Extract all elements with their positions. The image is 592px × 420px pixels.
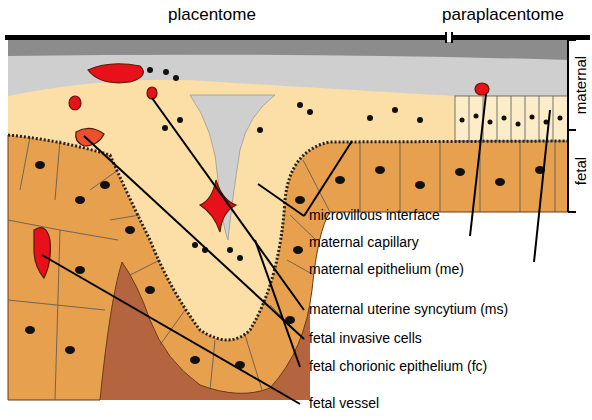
bar-tick (451, 32, 453, 43)
extent-bar (5, 35, 590, 40)
bar-gap (446, 33, 452, 42)
maternal-top (8, 40, 568, 60)
maternal-syncytium (8, 80, 455, 340)
callout-label: maternal capillary (309, 235, 419, 250)
maternal-epithelium (455, 96, 568, 141)
callout-label: maternal uterine syncytium (ms) (309, 302, 508, 317)
side-label: maternal (573, 56, 590, 114)
callout-label: microvillous interface (309, 208, 440, 223)
callout-label: fetal invasive cells (309, 331, 422, 346)
callout-label: fetal chorionic epithelium (fc) (309, 359, 487, 374)
leader-lines (42, 94, 550, 404)
callout-label: maternal epithelium (me) (309, 262, 464, 277)
cell-walls (8, 96, 555, 400)
nuclei (25, 67, 563, 369)
bar-tick (445, 32, 447, 43)
region-label: paraplacentome (442, 6, 564, 25)
callout-label: fetal vessel (309, 396, 379, 411)
side-label: fetal (573, 157, 590, 185)
region-label: placentome (168, 6, 256, 25)
microvillous-line (8, 135, 568, 340)
blood-vessels (34, 64, 489, 278)
